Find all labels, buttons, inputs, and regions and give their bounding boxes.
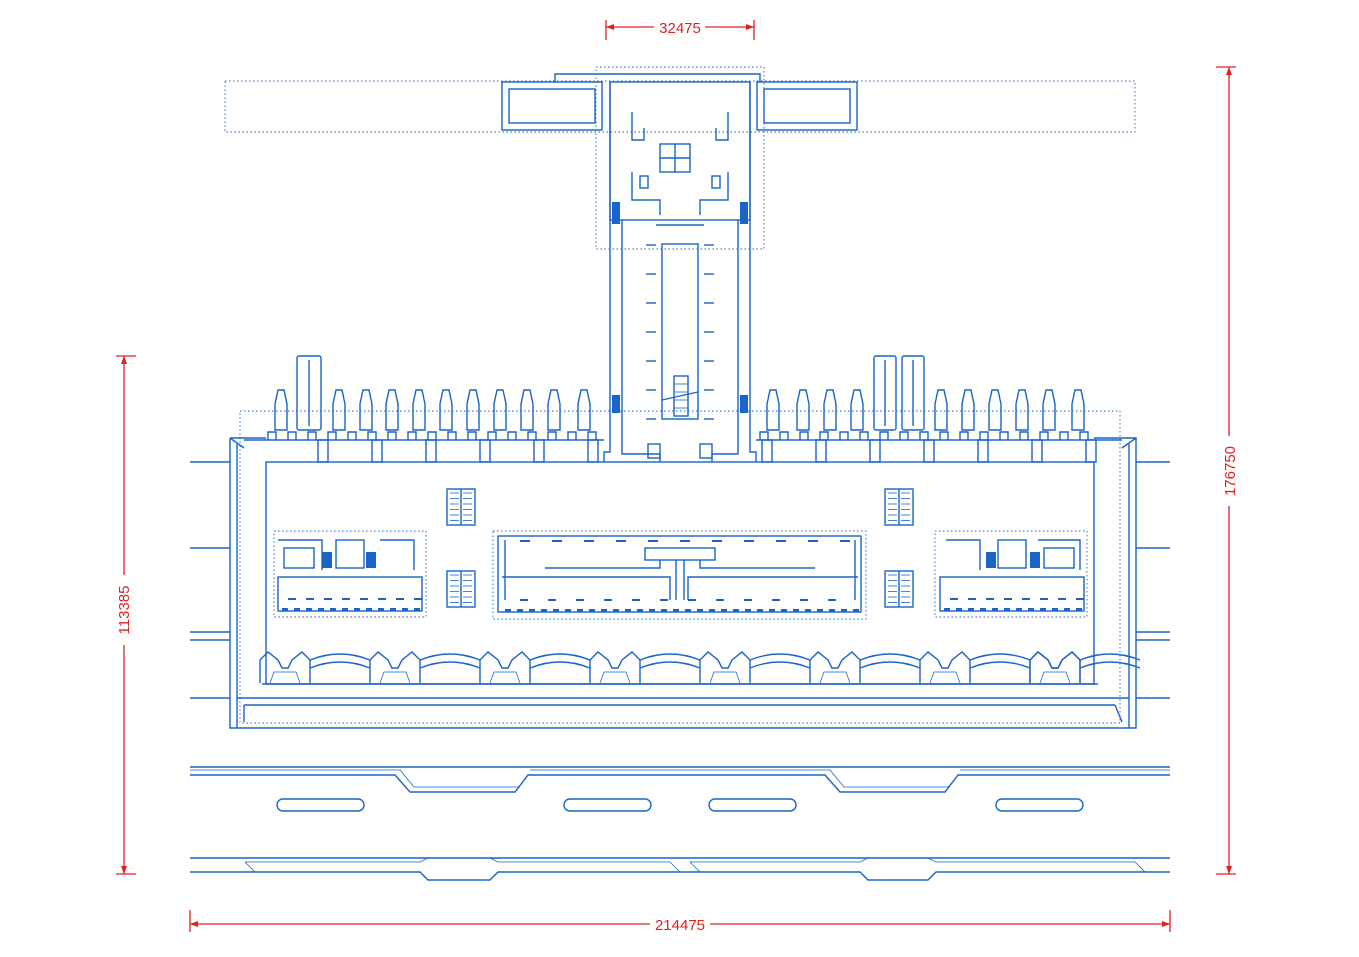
dimension-top: 32475 bbox=[605, 20, 755, 40]
stem-left-wall bbox=[603, 82, 611, 462]
right-dimension-label: 176750 bbox=[1222, 446, 1239, 496]
dimension-left: 113385 bbox=[116, 355, 136, 875]
top-dimension-label: 32475 bbox=[659, 20, 701, 37]
main-hall bbox=[229, 410, 1137, 729]
central-corridor bbox=[661, 243, 699, 420]
dimension-bottom: 214475 bbox=[189, 910, 1171, 934]
room-partition-marks bbox=[282, 540, 1084, 612]
left-dimension-label: 113385 bbox=[116, 586, 133, 635]
stem-columns bbox=[646, 244, 714, 420]
pill-slot-2 bbox=[563, 798, 652, 812]
top-crossbar-right-block bbox=[756, 81, 858, 131]
platform-road bbox=[190, 766, 1170, 881]
pill-slot-3 bbox=[708, 798, 797, 812]
north-wing bbox=[224, 66, 1136, 462]
hall-room-blocks bbox=[273, 530, 1088, 620]
central-stair bbox=[673, 375, 689, 417]
east-room-block bbox=[934, 530, 1088, 618]
roof-towers bbox=[296, 355, 925, 431]
roof-crenellations bbox=[244, 389, 1122, 463]
center-room-block bbox=[492, 530, 867, 620]
side-roads bbox=[190, 461, 1170, 699]
bottom-dimension-label: 214475 bbox=[655, 917, 705, 934]
hall-stair-blocks bbox=[446, 488, 914, 608]
west-room-block bbox=[273, 530, 427, 618]
top-crossbar-outline bbox=[224, 80, 1136, 133]
south-arcade bbox=[259, 651, 1141, 684]
stem-right-wall bbox=[749, 82, 757, 462]
pill-slot-1 bbox=[276, 798, 365, 812]
dimension-right: 176750 bbox=[1216, 66, 1239, 875]
hall-inner-wall bbox=[265, 461, 1095, 685]
pill-slot-4 bbox=[995, 798, 1084, 812]
top-crossbar-left-block bbox=[501, 81, 603, 131]
